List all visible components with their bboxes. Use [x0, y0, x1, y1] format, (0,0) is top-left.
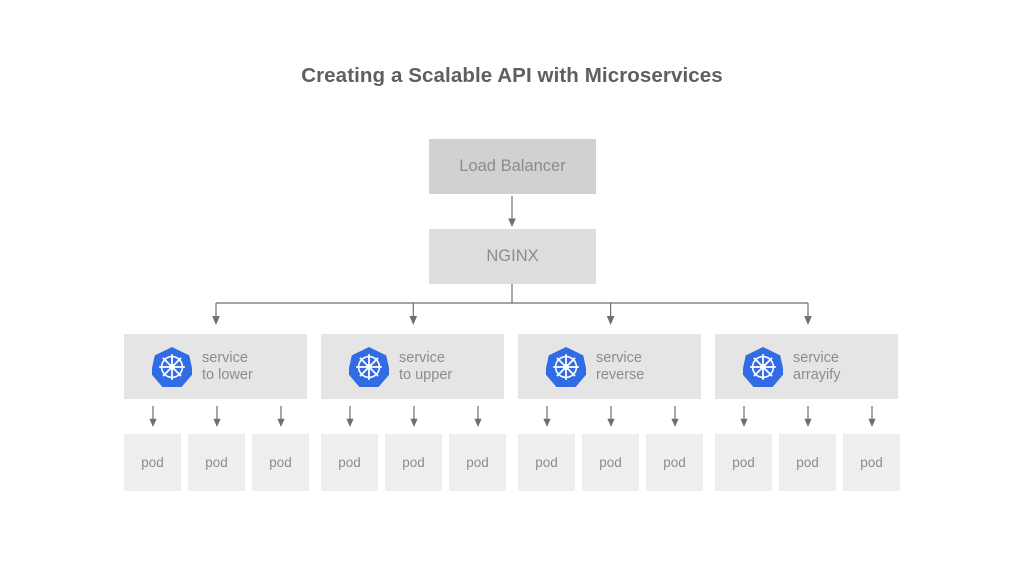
- connector-service-to-pod: [345, 406, 354, 427]
- connector-service-to-pod: [867, 406, 876, 427]
- pod-label: pod: [732, 455, 755, 470]
- page-title: Creating a Scalable API with Microservic…: [301, 64, 723, 87]
- pod-label: pod: [860, 455, 883, 470]
- service-label: service to upper: [399, 349, 453, 383]
- connector-service-to-pod: [148, 406, 157, 427]
- kubernetes-icon: [349, 346, 389, 387]
- node-pod[interactable]: pod: [252, 434, 309, 491]
- service-content: service to lower: [152, 346, 253, 388]
- service-content: service reverse: [546, 346, 644, 388]
- pod-label: pod: [796, 455, 819, 470]
- node-pod[interactable]: pod: [715, 434, 772, 491]
- nginx-label: NGINX: [486, 247, 539, 265]
- service-label: service to lower: [202, 349, 253, 383]
- connector-service-to-pod: [409, 406, 418, 427]
- pod-label: pod: [141, 455, 164, 470]
- pod-label: pod: [466, 455, 489, 470]
- connector-loadbalancer-to-nginx: [508, 196, 516, 227]
- connector-service-to-pod: [212, 406, 221, 427]
- node-pod[interactable]: pod: [582, 434, 639, 491]
- node-service-2[interactable]: service to upper: [321, 334, 504, 399]
- service-content: service to upper: [349, 346, 452, 388]
- node-pod[interactable]: pod: [321, 434, 378, 491]
- node-pod[interactable]: pod: [843, 434, 900, 491]
- connector-service-to-pod: [473, 406, 482, 427]
- connector-nginx-to-services-bus: [212, 284, 812, 325]
- pod-label: pod: [205, 455, 228, 470]
- kubernetes-icon: [152, 346, 192, 387]
- pod-label: pod: [402, 455, 425, 470]
- pod-label: pod: [663, 455, 686, 470]
- connector-service-to-pod: [739, 406, 748, 427]
- node-pod[interactable]: pod: [646, 434, 703, 491]
- connector-service-to-pod: [606, 406, 615, 427]
- node-pod[interactable]: pod: [449, 434, 506, 491]
- pod-label: pod: [338, 455, 361, 470]
- connector-service-to-pod: [670, 406, 679, 427]
- node-service-3[interactable]: service reverse: [518, 334, 701, 399]
- node-service-1[interactable]: service to lower: [124, 334, 307, 399]
- node-pod[interactable]: pod: [779, 434, 836, 491]
- connector-service-to-pod: [276, 406, 285, 427]
- pod-label: pod: [599, 455, 622, 470]
- connector-service-to-pod: [803, 406, 812, 427]
- service-label: service arrayify: [793, 349, 841, 383]
- service-label: service reverse: [596, 349, 645, 383]
- kubernetes-icon: [743, 346, 783, 387]
- connector-service-to-pod: [542, 406, 551, 427]
- load-balancer-label: Load Balancer: [459, 157, 566, 175]
- node-pod[interactable]: pod: [518, 434, 575, 491]
- service-content: service arrayify: [743, 346, 841, 388]
- node-pod[interactable]: pod: [188, 434, 245, 491]
- kubernetes-icon: [546, 346, 586, 387]
- node-pod[interactable]: pod: [124, 434, 181, 491]
- pod-label: pod: [269, 455, 292, 470]
- node-nginx[interactable]: NGINX: [429, 229, 596, 284]
- node-pod[interactable]: pod: [385, 434, 442, 491]
- node-load-balancer[interactable]: Load Balancer: [429, 139, 596, 194]
- pod-label: pod: [535, 455, 558, 470]
- node-service-4[interactable]: service arrayify: [715, 334, 898, 399]
